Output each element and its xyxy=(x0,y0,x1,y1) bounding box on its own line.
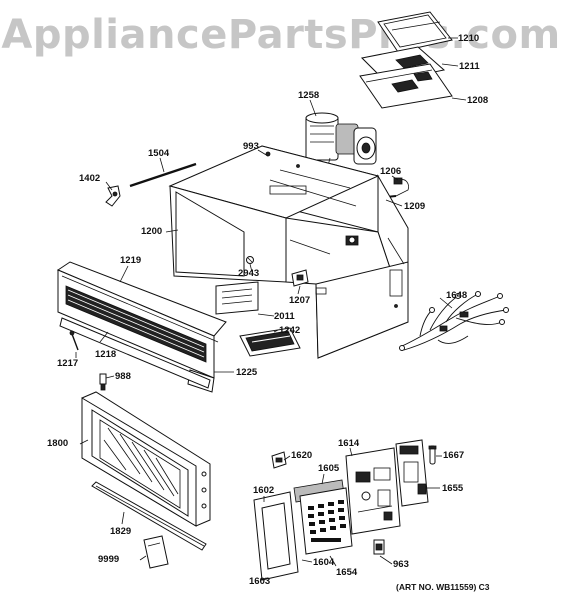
part-1402-clip[interactable] xyxy=(105,185,121,207)
part-1207-bracket[interactable] xyxy=(291,269,309,287)
callout-2011: 2011 xyxy=(274,311,295,322)
part-2011-grille-plate[interactable] xyxy=(215,281,259,315)
part-1200-outer-case[interactable] xyxy=(168,145,409,359)
part-1620-clip[interactable] xyxy=(271,451,287,469)
callout-1667: 1667 xyxy=(443,450,465,461)
part-1258-fan-motor[interactable] xyxy=(305,112,377,167)
callout-1209: 1209 xyxy=(404,201,426,212)
callout-1225: 1225 xyxy=(236,367,258,378)
part-1654-keypad[interactable] xyxy=(299,487,353,555)
part-1242-charcoal-filter[interactable] xyxy=(239,327,301,357)
callout-1648: 1648 xyxy=(446,290,468,301)
callout-1402: 1402 xyxy=(79,173,101,184)
callout-2943: 2943 xyxy=(238,268,260,279)
callout-1258: 1258 xyxy=(298,90,320,101)
part-988-door-latch[interactable] xyxy=(99,373,107,391)
callout-1219: 1219 xyxy=(120,255,142,266)
callout-1211: 1211 xyxy=(459,61,480,72)
callout-963: 963 xyxy=(393,559,409,570)
callout-988: 988 xyxy=(115,371,131,382)
part-1208-vent-plate[interactable] xyxy=(359,63,453,109)
part-1655-relay-board[interactable] xyxy=(395,439,429,507)
callout-1207: 1207 xyxy=(289,295,311,306)
part-1602-panel-frame[interactable] xyxy=(253,491,299,581)
part-1667-fuse[interactable] xyxy=(428,445,437,465)
callout-1604: 1604 xyxy=(313,557,335,568)
leader-lines xyxy=(75,37,467,581)
callout-1217: 1217 xyxy=(57,358,79,369)
callout-1605: 1605 xyxy=(318,463,340,474)
part-2943-screw[interactable] xyxy=(246,256,254,264)
part-1800-door-assembly[interactable] xyxy=(81,391,211,527)
callout-1504: 1504 xyxy=(148,148,170,159)
part-963-switch[interactable] xyxy=(373,539,385,555)
part-1648-wire-harness[interactable] xyxy=(399,291,509,351)
callout-1208: 1208 xyxy=(467,95,489,106)
part-1829-door-trim-strip[interactable] xyxy=(91,481,207,551)
callout-1829: 1829 xyxy=(110,526,132,537)
watermark: AppliancePartsPros.com xyxy=(1,12,561,58)
callout-1603: 1603 xyxy=(249,576,271,587)
part-1218-grille-strip[interactable] xyxy=(59,317,211,389)
part-1219-vent-grille[interactable] xyxy=(56,261,227,393)
callout-1242: 1242 xyxy=(279,325,301,336)
callout-1218: 1218 xyxy=(95,349,117,360)
callout-1210: 1210 xyxy=(458,33,480,44)
part-1614-control-board[interactable] xyxy=(345,447,401,535)
part-9999-literature[interactable] xyxy=(143,535,169,569)
part-1210-vent-cover[interactable] xyxy=(377,11,453,53)
callout-1654: 1654 xyxy=(336,567,358,578)
callout-1614: 1614 xyxy=(338,438,360,449)
callout-9999: 9999 xyxy=(98,554,120,565)
art-number: (ART NO. WB11559) C3 xyxy=(396,582,490,592)
callout-1206: 1206 xyxy=(380,166,402,177)
callout-1655: 1655 xyxy=(442,483,464,494)
part-1504-rod[interactable] xyxy=(129,162,198,189)
callout-1800: 1800 xyxy=(47,438,69,449)
part-1217-screw[interactable] xyxy=(69,330,79,351)
callout-1602: 1602 xyxy=(253,485,275,496)
callout-993: 993 xyxy=(243,141,259,152)
callout-1620: 1620 xyxy=(291,450,313,461)
callout-1200: 1200 xyxy=(141,226,163,237)
